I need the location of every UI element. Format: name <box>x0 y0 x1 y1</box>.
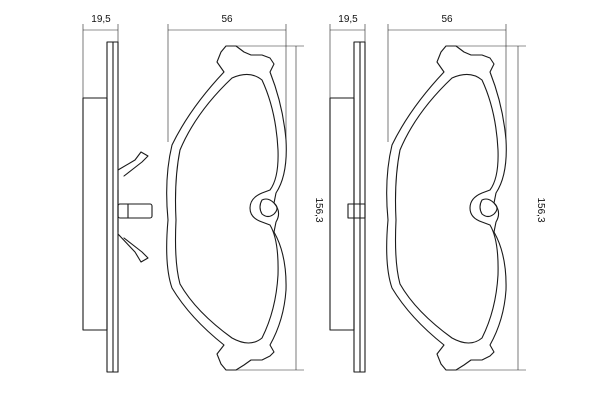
left-spring-lower <box>117 233 149 263</box>
left-height-dimension: 156,3 <box>236 45 324 371</box>
left-spring-upper <box>117 151 149 177</box>
right-backing-plate <box>353 41 361 373</box>
right-pad-front-view <box>386 45 507 371</box>
left-width-dimension: 56 <box>167 14 287 142</box>
left-retaining-clip <box>117 203 153 219</box>
right-side-tab <box>347 203 366 219</box>
right-width-label: 56 <box>441 14 453 25</box>
right-friction-pad-outline <box>394 73 499 344</box>
left-pad-set: 19,5 56 156,3 <box>82 14 324 373</box>
right-pad-set: 19,5 56 156,3 <box>329 14 546 373</box>
right-height-dimension: 156,3 <box>456 45 546 371</box>
right-pad-side-view <box>329 41 366 373</box>
left-backing-plate <box>106 41 114 373</box>
left-width-label: 56 <box>221 14 233 25</box>
left-thickness-label: 19,5 <box>91 14 111 25</box>
left-pad-front-view <box>166 45 287 371</box>
right-height-label: 156,3 <box>535 197 546 222</box>
right-thickness-dimension: 19,5 <box>329 14 366 98</box>
right-friction-block <box>329 97 355 331</box>
left-mounting-notch <box>259 198 278 218</box>
right-width-dimension: 56 <box>387 14 507 142</box>
left-friction-pad-outline <box>174 73 279 344</box>
left-pad-side-view <box>82 41 153 373</box>
right-thickness-label: 19,5 <box>338 14 358 25</box>
left-friction-block <box>82 97 108 331</box>
left-height-label: 156,3 <box>313 197 324 222</box>
right-mounting-notch <box>479 198 498 218</box>
left-thickness-dimension: 19,5 <box>82 14 119 98</box>
